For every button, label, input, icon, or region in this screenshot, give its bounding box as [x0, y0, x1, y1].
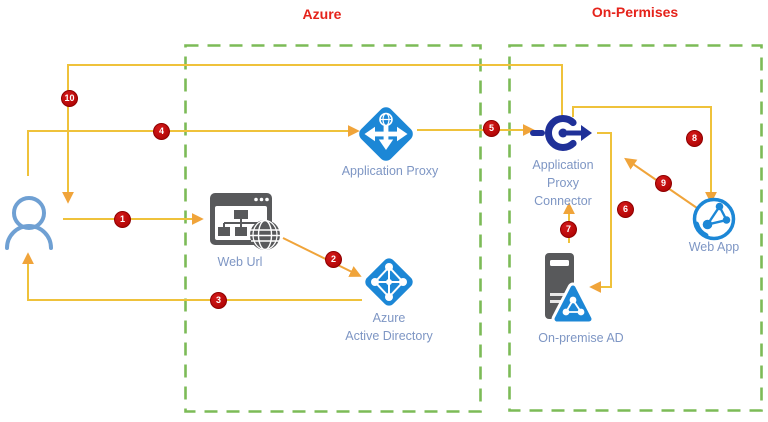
flow-4-user-to-appproxy — [27, 125, 360, 176]
on-premises-zone-title: On-Permises — [591, 4, 679, 20]
flow-10-connector-to-user — [62, 64, 563, 204]
flow-6-connector-to-ad — [589, 132, 612, 293]
step-badge-4: 4 — [153, 123, 170, 140]
web-url-icon — [210, 193, 280, 251]
flow-3-aad-to-user — [22, 252, 362, 301]
step-badge-3: 3 — [210, 292, 227, 309]
flow-2-weburl-to-aad — [282, 237, 362, 277]
step-badge-10: 10 — [61, 90, 78, 107]
user-icon — [5, 196, 53, 250]
application-proxy-icon — [359, 107, 413, 161]
step-badge-9: 9 — [655, 175, 672, 192]
step-badge-1: 1 — [114, 211, 131, 228]
web-url-label: Web Url — [217, 255, 263, 269]
step-badge-7: 7 — [560, 221, 577, 238]
on-premise-ad-label: On-premise AD — [538, 331, 624, 345]
web-app-label: Web App — [688, 240, 740, 254]
application-proxy-connector-icon — [530, 115, 592, 151]
application-proxy-label: Application Proxy — [341, 164, 439, 178]
step-badge-5: 5 — [483, 120, 500, 137]
step-badge-2: 2 — [325, 251, 342, 268]
azure-active-directory-icon — [365, 258, 413, 306]
flow-8-connector-to-webapp — [572, 106, 717, 204]
web-app-icon — [692, 197, 736, 241]
step-badge-8: 8 — [686, 130, 703, 147]
azure-active-directory-label: Azure Active Directory — [345, 311, 433, 343]
step-badge-6: 6 — [617, 201, 634, 218]
azure-zone-title: Azure — [302, 6, 342, 22]
application-proxy-connector-label: Application Proxy Connector — [532, 158, 594, 208]
on-premise-ad-icon — [545, 253, 595, 325]
